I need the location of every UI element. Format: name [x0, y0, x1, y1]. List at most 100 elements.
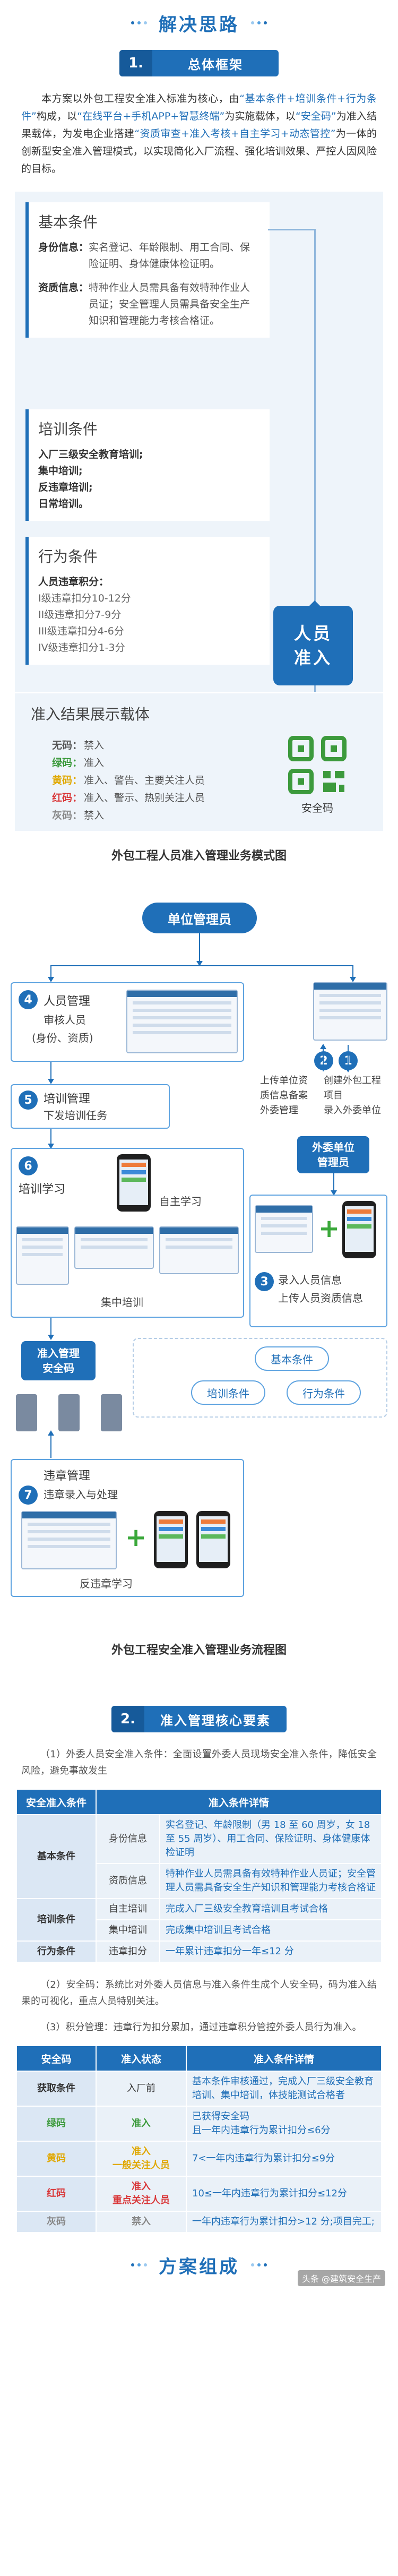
section3-title: 方案组成 — [159, 2256, 239, 2278]
status-code: 灰码： — [52, 810, 83, 821]
section2-pill: 2. 准入管理核心要素 — [111, 1706, 287, 1732]
step-number: 6 — [19, 1156, 38, 1175]
detail-cell: 一年内违章行为累计扣分>12 分;项目完工; — [186, 2211, 382, 2233]
monitor-screenshot — [126, 990, 238, 1053]
detail-cell: 基本条件审核通过，完成入厂三级安全教育培训、集中培训，体技能测试合格者 — [186, 2071, 382, 2107]
status-item: 绿码：准入 — [52, 754, 205, 772]
table-row: 行为条件 违章扣分 一年累计违章扣分一年≤12 分 — [16, 1940, 382, 1963]
arrow-down-icon — [48, 965, 54, 982]
intro-text: 构成，以 — [36, 110, 77, 122]
outsource-line: 管理员 — [317, 1156, 349, 1169]
basic-conditions-title: 基本条件 — [38, 213, 98, 231]
safety-code-line: 安全码 — [42, 1362, 74, 1375]
model-caption: 外包工程人员准入管理业务模式图 — [111, 849, 287, 863]
intro-highlight: “资质审查+准入考核+自主学习+动态管控” — [134, 128, 336, 140]
step3-line: 上传人员资质信息 — [278, 1292, 363, 1304]
monitor-screenshot — [21, 1511, 117, 1569]
decorative-dots — [251, 2263, 267, 2266]
table-row: 灰码 禁入 一年内违章行为累计扣分>12 分;项目完工; — [16, 2211, 382, 2233]
training-line: 入厂三级安全教育培训; — [38, 449, 143, 460]
step6-badge: 6 — [19, 1156, 38, 1175]
table-header-row: 安全准入条件 准入条件详情 — [16, 1789, 382, 1815]
step7-badge: 7 — [19, 1486, 38, 1505]
status-text: 禁入 — [84, 740, 105, 751]
status-text: 准入、警示、热别关注人员 — [84, 792, 205, 804]
step6-title: 培训学习 — [19, 1183, 66, 1196]
table-header-row: 安全码 准入状态 准入条件详情 — [16, 2045, 382, 2072]
status-code: 无码： — [52, 740, 83, 751]
code-cell: 灰码 — [16, 2211, 97, 2233]
step1-line: 录入外委单位 — [324, 1105, 381, 1116]
intro-highlight: “在线平台+手机APP+智慧终端” — [77, 110, 225, 122]
turnstile-icon — [16, 1394, 37, 1431]
behavior-line: I级违章扣分10-12分 — [38, 593, 131, 604]
arrow-down-icon — [196, 933, 203, 966]
section2-number: 2. — [111, 1706, 144, 1732]
identity-row: 身份信息： 实名登记、年龄限制、用工合同、保险证明、身体健康体检证明。 — [38, 239, 260, 272]
table-subcategory: 集中培训 — [96, 1919, 160, 1942]
arrow-up-icon — [48, 1430, 54, 1458]
table-detail: 特种作业人员需具备有效特种作业人员证；安全管理人员需具备安全生产知识和管理能力考… — [159, 1863, 382, 1899]
code-cell: 红码 — [16, 2176, 97, 2212]
table-header: 安全准入条件 — [16, 1789, 97, 1815]
step-number: 5 — [19, 1090, 38, 1110]
status-code: 绿码： — [52, 757, 83, 769]
plus-icon: + — [125, 1523, 147, 1552]
section1-number: 1. — [119, 50, 152, 76]
workflow-diagram: 单位管理员 4 人员管理 审核人员 (身份、资质) 2 1 上传单位资 质信息备… — [0, 876, 398, 1702]
intro-text: 为一体的创新型安全准入管理模式，以实现简化入厂流程、强化培训效果、严控人因风险的… — [21, 128, 377, 175]
training-management-box — [11, 1084, 170, 1129]
turnstile-icon — [101, 1394, 122, 1431]
table-header: 准入状态 — [96, 2045, 187, 2072]
section2-paragraph-2: （2）安全码：系统比对外委人员信息与准入条件生成个人安全码，码为准入结果的可视化… — [21, 1979, 377, 2007]
status-cell: 入厂前 — [96, 2071, 187, 2107]
table-row: 绿码 准入 已获得安全码 且一年内违章行为累计扣分≤6分 — [16, 2106, 382, 2142]
step4-title: 人员管理 — [44, 995, 91, 1008]
code-cell: 黄码 — [16, 2141, 97, 2177]
table-header: 安全码 — [16, 2045, 97, 2072]
detail-cell: 7<一年内违章行为累计扣分≤9分 — [186, 2141, 382, 2177]
step3-badge: 3 — [255, 1272, 274, 1291]
table-category: 行为条件 — [16, 1940, 97, 1963]
step4-line: (身份、资质) — [32, 1032, 93, 1044]
arrow-up-icon — [320, 1044, 326, 1071]
step7-line: 反违章学习 — [80, 1577, 133, 1590]
training-conditions-card: 培训条件 入厂三级安全教育培训; 集中培训; 反违章培训; 日常培训。 — [25, 409, 270, 521]
phone-icon — [154, 1511, 188, 1568]
person-access-line: 人员 — [293, 623, 332, 643]
basic-conditions-card: 基本条件 身份信息： 实名登记、年龄限制、用工合同、保险证明、身体健康体检证明。… — [25, 202, 270, 338]
intro-paragraph: 本方案以外包工程安全准入标准为核心，由“基本条件+培训条件+行为条件”构成，以“… — [0, 90, 398, 178]
training-terminal — [16, 1226, 69, 1285]
status-code: 红码： — [52, 792, 83, 804]
step2-badge: 2 — [314, 1051, 333, 1070]
step5-badge: 5 — [19, 1090, 38, 1110]
step1-line: 创建外包工程 — [324, 1075, 381, 1086]
watermark-label: 头条 @建筑安全生产 — [297, 2270, 385, 2286]
qualification-text: 特种作业人员需具备有效特种作业人员证；安全管理人员需具备安全生产知识和管理能力考… — [89, 282, 250, 327]
status-cell: 准入 重点关注人员 — [96, 2176, 187, 2212]
table-row: 培训条件 自主培训 完成入厂三级安全教育培训且考试合格 — [16, 1898, 382, 1942]
table-row: 基本条件 身份信息 实名登记、年龄限制（男 18 至 60 周岁，女 18 至 … — [16, 1814, 382, 1899]
table-header: 准入条件详情 — [96, 1789, 382, 1815]
person-access-line: 准入 — [293, 648, 332, 668]
safety-code-line: 准入管理 — [37, 1347, 80, 1360]
safety-code-node: 准入管理 安全码 — [21, 1341, 96, 1380]
flow-caption: 外包工程安全准入管理业务流程图 — [111, 1644, 287, 1657]
intro-text: 为准入结果载体，为发电企业搭建 — [21, 110, 377, 140]
safety-code-table: 安全码 准入状态 准入条件详情 获取条件 入厂前 基本条件审核通过，完成入厂三级… — [16, 2045, 382, 2233]
step-number: 7 — [19, 1486, 38, 1505]
table-category: 基本条件 — [16, 1814, 97, 1899]
status-cell: 准入 一般关注人员 — [96, 2141, 187, 2177]
behavior-conditions-card: 行为条件 人员违章积分： I级违章扣分10-12分 II级违章扣分7-9分 II… — [25, 537, 270, 665]
table-category: 培训条件 — [16, 1898, 97, 1942]
step1-text: 创建外包工程 项目 录入外委单位 — [324, 1074, 381, 1118]
detail-cell: 10≤一年内违章行为累计扣分≤12分 — [186, 2176, 382, 2212]
training-device — [159, 1226, 239, 1274]
intro-text: 为实施载体，以 — [224, 110, 296, 122]
framework-diagram: 基本条件 身份信息： 实名登记、年龄限制、用工合同、保险证明、身体健康体检证明。… — [0, 192, 398, 837]
detail-cell: 已获得安全码 且一年内违章行为累计扣分≤6分 — [186, 2106, 382, 2142]
table-row: 获取条件 入厂前 基本条件审核通过，完成入厂三级安全教育培训、集中培训，体技能测… — [16, 2071, 382, 2107]
status-item: 黄码：准入、警告、主要关注人员 — [52, 772, 205, 789]
step3-line: 录入人员信息 — [278, 1274, 342, 1286]
status-item: 红码：准入、警示、热别关注人员 — [52, 789, 205, 807]
